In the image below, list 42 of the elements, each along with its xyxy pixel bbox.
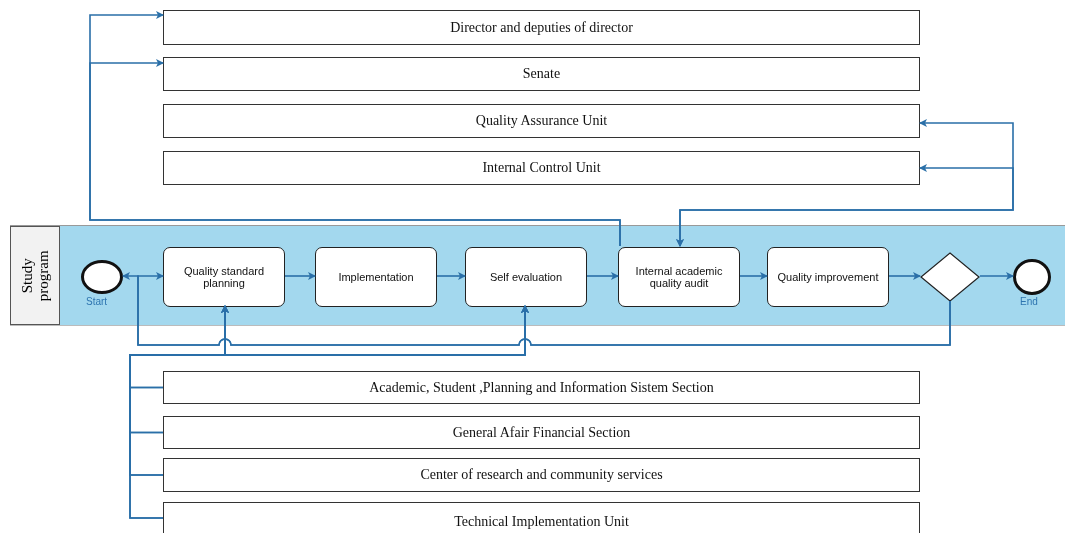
gateway-diamond bbox=[920, 252, 980, 302]
process-box bbox=[465, 247, 587, 307]
unit-box bbox=[163, 458, 920, 492]
connector-arrow bbox=[129, 305, 529, 519]
unit-label: General Afair Financial Section bbox=[452, 424, 631, 441]
connector-arrow bbox=[676, 164, 1014, 247]
end-event-circle bbox=[1013, 259, 1051, 295]
unit-box bbox=[163, 104, 920, 138]
end-event-circle bbox=[81, 260, 123, 294]
lane-label: Study program bbox=[19, 250, 51, 301]
event-label: Start bbox=[86, 296, 108, 307]
process-label: Quality improvement bbox=[777, 271, 879, 283]
connector-arrow bbox=[979, 272, 1014, 280]
unit-box bbox=[163, 416, 920, 449]
unit-label: Center of research and community services bbox=[420, 467, 663, 483]
unit-label: Quality Assurance Unit bbox=[475, 113, 608, 129]
process-box bbox=[315, 247, 437, 307]
unit-label: Senate bbox=[522, 66, 561, 82]
unit-box bbox=[163, 57, 920, 91]
unit-label: Technical Implementation Unit bbox=[454, 514, 629, 530]
process-label: Quality standard planning bbox=[182, 265, 266, 289]
unit-label: Internal Control Unit bbox=[482, 160, 601, 176]
unit-label: Academic, Student ,Planning and Information Sistem Section bbox=[369, 379, 714, 396]
connector-arrow bbox=[436, 272, 466, 280]
connector-arrow bbox=[739, 272, 768, 280]
unit-box bbox=[163, 10, 920, 45]
unit-label: Director and deputies of director bbox=[450, 19, 633, 36]
connector-arrow bbox=[586, 272, 619, 280]
process-box bbox=[163, 247, 285, 307]
connector-arrow bbox=[888, 272, 921, 280]
process-box bbox=[618, 247, 740, 307]
unit-box bbox=[163, 371, 920, 404]
unit-box bbox=[163, 502, 920, 533]
swimlane-band bbox=[10, 225, 1065, 326]
connector-arrow bbox=[89, 59, 621, 247]
process-box bbox=[767, 247, 889, 307]
process-label: Internal academic quality audit bbox=[634, 265, 724, 289]
process-label: Implementation bbox=[338, 271, 414, 283]
connector-arrow bbox=[284, 272, 316, 280]
unit-box bbox=[163, 151, 920, 185]
event-label: End bbox=[1020, 296, 1038, 307]
process-label: Self evaluation bbox=[489, 271, 563, 283]
